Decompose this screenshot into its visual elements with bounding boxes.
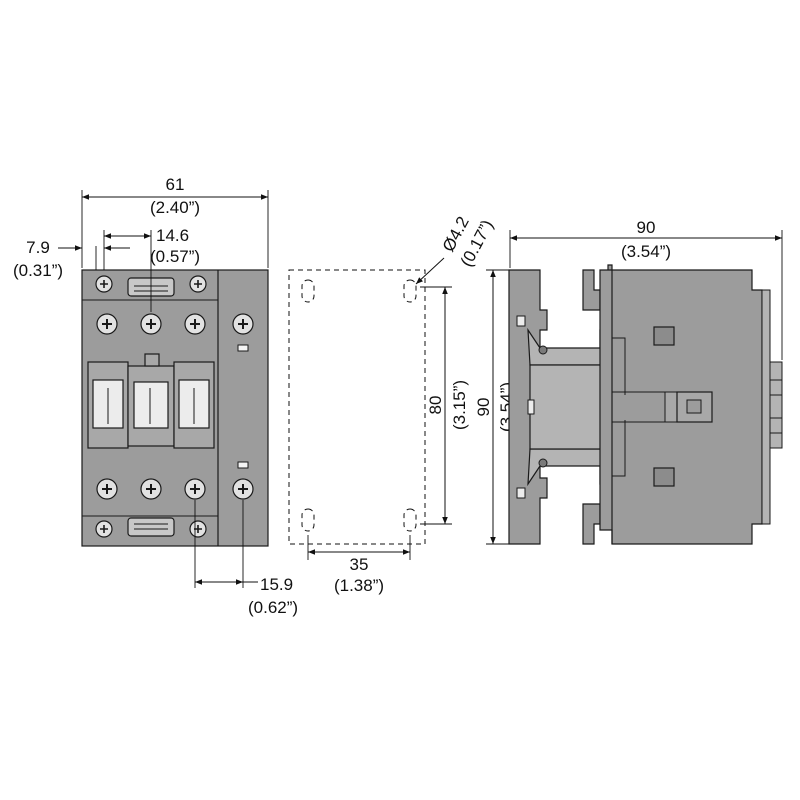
top-terminal-screw <box>189 275 207 293</box>
dim-15-9-inch: (0.62”) <box>248 598 298 617</box>
mounting-hole <box>301 279 315 303</box>
side-view <box>508 264 783 545</box>
terminal-screw <box>184 313 206 335</box>
dim-7-9-inch: (0.31”) <box>13 261 63 280</box>
dim-61-mm: 61 <box>166 175 185 194</box>
mounting-hole <box>301 508 315 532</box>
dim-14-6-inch: (0.57”) <box>150 247 200 266</box>
side-dimensions: 90 (3.54”) <box>509 218 783 360</box>
dim-7-9-mm: 7.9 <box>26 238 50 257</box>
dim-35-inch: (1.38”) <box>334 576 384 595</box>
dim-80-inch: (3.15”) <box>450 380 469 430</box>
dim-15-9-mm: 15.9 <box>260 575 293 594</box>
terminal-screw <box>140 313 162 335</box>
dim-61-inch: (2.40”) <box>150 198 200 217</box>
terminal-screw <box>96 313 118 335</box>
mounting-hole <box>403 508 417 532</box>
terminal-screw <box>232 478 254 500</box>
dim-35-mm: 35 <box>350 555 369 574</box>
top-terminal-screw <box>95 275 113 293</box>
hole-template-outline <box>288 269 426 545</box>
front-view <box>81 269 269 547</box>
terminal-screw <box>96 478 118 500</box>
dim-90-depth-mm: 90 <box>637 218 656 237</box>
bottom-terminal-screw <box>95 520 113 538</box>
mounting-hole <box>403 279 417 303</box>
bottom-terminal-screw <box>189 520 207 538</box>
terminal-screw <box>232 313 254 335</box>
terminal-screw <box>140 478 162 500</box>
terminal-screw <box>184 478 206 500</box>
dim-90-height-mm: 90 <box>474 398 493 417</box>
dim-14-6-mm: 14.6 <box>156 226 189 245</box>
dim-80-mm: 80 <box>426 396 445 415</box>
hole-template: 80 (3.15”) 90 (3.54”) 35 (1.38”) Ø4.2 (0… <box>288 213 516 595</box>
front-dimensions: 61 (2.40”) 14.6 (0.57”) 7.9 (0.31”) 15.9… <box>13 175 298 617</box>
dim-90-depth-inch: (3.54”) <box>621 242 671 261</box>
